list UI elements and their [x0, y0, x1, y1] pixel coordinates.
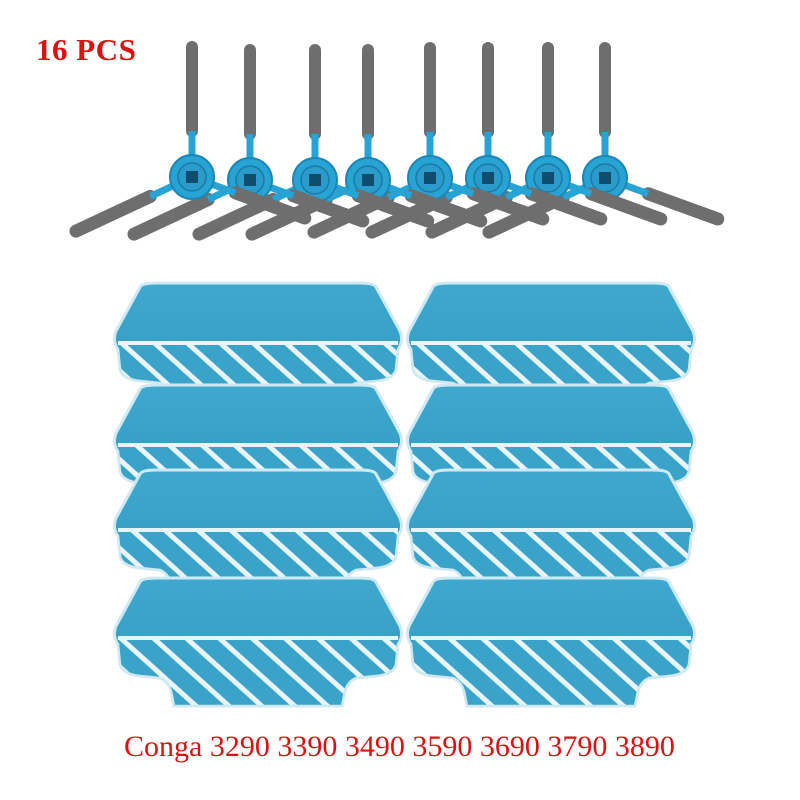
hub-socket	[362, 174, 374, 186]
mop-edge	[406, 576, 696, 708]
hub-socket	[244, 174, 256, 186]
mop-edge	[406, 468, 696, 600]
hub-socket	[424, 172, 436, 184]
side-brushes-group	[69, 41, 725, 241]
mop-edge	[113, 281, 403, 413]
mop-edge	[406, 281, 696, 413]
bristle	[69, 189, 157, 238]
hub-socket	[599, 172, 611, 184]
bristle	[584, 187, 668, 226]
bristle	[641, 187, 725, 226]
compatible-models-label: Conga 3290 3390 3490 3590 3690 3790 3890	[124, 730, 675, 763]
quantity-label: 16 PCS	[36, 32, 137, 67]
hub-socket	[542, 172, 554, 184]
bristle	[286, 189, 370, 228]
side-brush	[69, 41, 312, 238]
bristle	[404, 189, 488, 228]
bristle	[228, 186, 312, 225]
hub-socket	[186, 171, 198, 183]
mop-stripes	[114, 640, 402, 706]
hub-socket	[482, 172, 494, 184]
mop-pads-group	[112, 281, 697, 708]
mop-pad	[112, 576, 404, 708]
side-brush	[192, 44, 435, 241]
side-brush	[127, 44, 370, 241]
hub-socket	[309, 174, 321, 186]
bristle	[466, 187, 550, 226]
mop-stripes	[407, 640, 695, 706]
mop-pad	[405, 576, 697, 708]
mop-edge	[113, 468, 403, 600]
bristle	[524, 187, 608, 226]
bristle	[351, 189, 435, 228]
bristle	[127, 192, 215, 241]
mop-edge	[113, 576, 403, 708]
